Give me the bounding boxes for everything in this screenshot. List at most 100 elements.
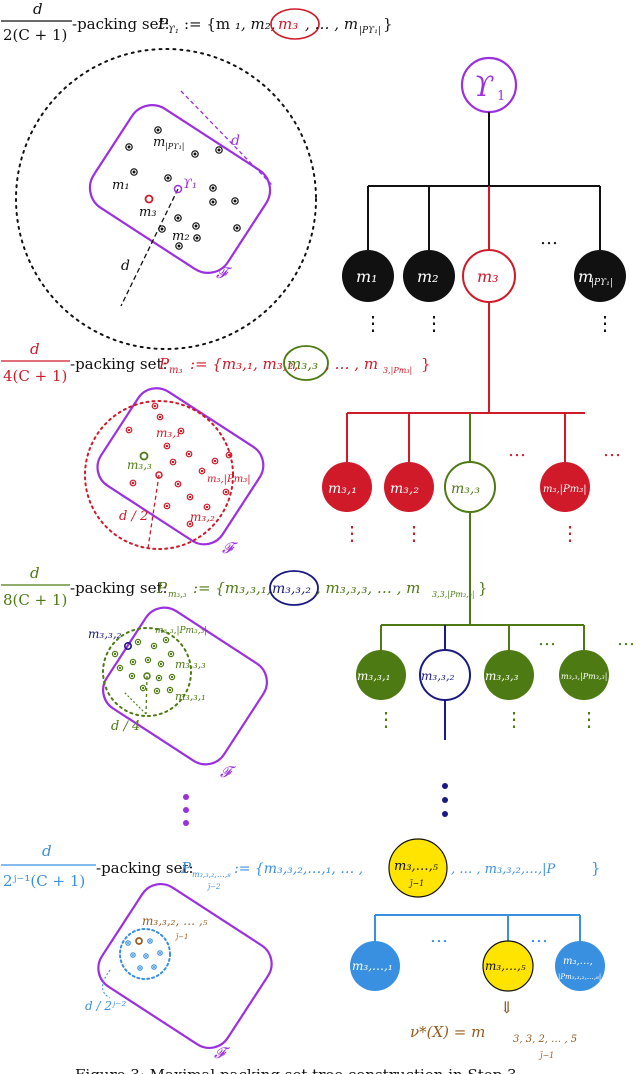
packing-point	[134, 638, 142, 646]
packing-point	[125, 143, 133, 151]
packing-point	[175, 242, 183, 250]
l4-line-subsub: j̄−2	[206, 883, 221, 891]
packing-point	[163, 442, 171, 450]
vdots-m33P: ⋮	[579, 707, 599, 731]
vdots-m32: ⋮	[404, 521, 424, 545]
packing-point-core	[179, 429, 183, 433]
packing-point	[125, 426, 133, 434]
node-m32	[384, 462, 434, 512]
l1-d-top: d	[231, 133, 240, 149]
level2-figure: 𝓕 d / 2 m₃,₁ m₃,₃ m₃,|Pm₃| m₃,₂	[84, 387, 265, 557]
l1-set-sub: ϒ₁	[168, 25, 179, 36]
packing-point-core	[169, 652, 173, 656]
node-mP-label: m	[578, 267, 593, 286]
packing-point-core	[194, 224, 198, 228]
packing-point-core	[235, 226, 239, 230]
packing-point-core	[153, 404, 157, 408]
packing-point-core	[159, 662, 163, 666]
packing-point	[215, 146, 223, 154]
l3-frac-num: d	[30, 564, 40, 582]
node-m3dotsP	[555, 941, 605, 991]
packing-point-core	[170, 675, 174, 679]
node-m3P-label: m₃,|Pm₃|	[543, 484, 587, 495]
l2-F-label: 𝓕	[222, 539, 239, 557]
l3-label: -packing set:	[70, 579, 168, 597]
node-m32-label: m₃,₂	[390, 481, 419, 497]
l3-points	[111, 636, 176, 695]
packing-point-core	[171, 460, 175, 464]
l1-mp: m	[153, 135, 165, 150]
packing-point-core	[132, 170, 136, 174]
l3-circled: m₃,₃,₂	[272, 581, 311, 597]
packing-point	[193, 234, 201, 242]
l1-tail-sub: |Pϒ₁|	[359, 26, 381, 36]
packing-point	[198, 467, 206, 475]
packing-point-core	[145, 955, 147, 957]
packing-point	[169, 458, 177, 466]
l3-feasible-region	[102, 606, 268, 766]
packing-point-core	[187, 452, 191, 456]
l3-line-P: P	[156, 579, 168, 597]
packing-point	[174, 480, 182, 488]
packing-point-core	[131, 481, 135, 485]
node-m33P	[559, 650, 609, 700]
l4-frac-num: d	[42, 842, 52, 860]
packing-point	[143, 953, 149, 959]
packing-point	[154, 126, 162, 134]
l2-rest: , … , m	[325, 355, 378, 373]
vdots-mP: ⋮	[595, 311, 615, 335]
packing-point-core	[146, 658, 150, 662]
packing-point-core	[164, 638, 168, 642]
packing-point-core	[193, 152, 197, 156]
packing-point	[177, 427, 185, 435]
packing-point-core	[188, 522, 192, 526]
node-m31-label: m₃,₁	[328, 481, 357, 497]
level3-header: d 8(C + 1) -packing set: P m₃,₃ := {m₃,₃…	[1, 564, 488, 609]
l3-line-sub: m₃,₃	[168, 590, 187, 600]
l2-m31: m₃,₁	[156, 426, 181, 440]
packing-point-core	[149, 940, 151, 942]
result-lhs: ν*(X) = m	[410, 1023, 485, 1041]
l4-mlabel: m₃,₃,₂, … ,₅	[142, 914, 208, 928]
packing-point-core	[118, 666, 122, 670]
packing-point	[157, 950, 163, 956]
node-m331	[356, 650, 406, 700]
l1-m3: m₃	[139, 205, 157, 220]
packing-point-core	[132, 954, 134, 956]
node-m33P-label: m₃,₃,|Pm₃,₃|	[561, 672, 607, 681]
packing-point	[162, 636, 170, 644]
vdots-m331: ⋮	[376, 707, 396, 731]
packing-point	[209, 184, 217, 192]
l1-items-b: , … , m	[305, 15, 358, 33]
packing-point-core	[177, 244, 181, 248]
packing-point-core	[176, 482, 180, 486]
packing-point	[156, 413, 164, 421]
root-label: ϒ	[474, 70, 494, 103]
l4-feasible-region	[97, 883, 273, 1049]
packing-point-core	[141, 686, 145, 690]
packing-point-core	[113, 652, 117, 656]
l1-label: -packing set:	[72, 15, 170, 33]
l4-close: }	[591, 859, 601, 877]
packing-point	[185, 450, 193, 458]
l1-d-left: d	[121, 258, 130, 274]
packing-point	[129, 658, 137, 666]
packing-point	[174, 214, 182, 222]
packing-point-core	[153, 966, 155, 968]
l2-label: -packing set:	[70, 355, 168, 373]
l4-d2j: d / 2ʲ⁻²	[85, 999, 126, 1013]
node-m3-label: m₃	[477, 267, 499, 286]
l2-circled: m₃,₃	[287, 355, 318, 373]
l4-label: -packing set:	[96, 859, 194, 877]
l3-close: }	[478, 579, 488, 597]
l4-points	[125, 938, 163, 971]
node-mP	[574, 250, 626, 302]
l4-line-P: P	[180, 859, 192, 877]
packing-point-core	[195, 236, 199, 240]
l1-m1: m₁	[112, 178, 130, 193]
l1-eq: := {m	[184, 15, 230, 33]
packing-point	[203, 503, 211, 511]
node-m31	[322, 462, 372, 512]
vdots-m333: ⋮	[504, 707, 524, 731]
packing-point	[168, 673, 176, 681]
